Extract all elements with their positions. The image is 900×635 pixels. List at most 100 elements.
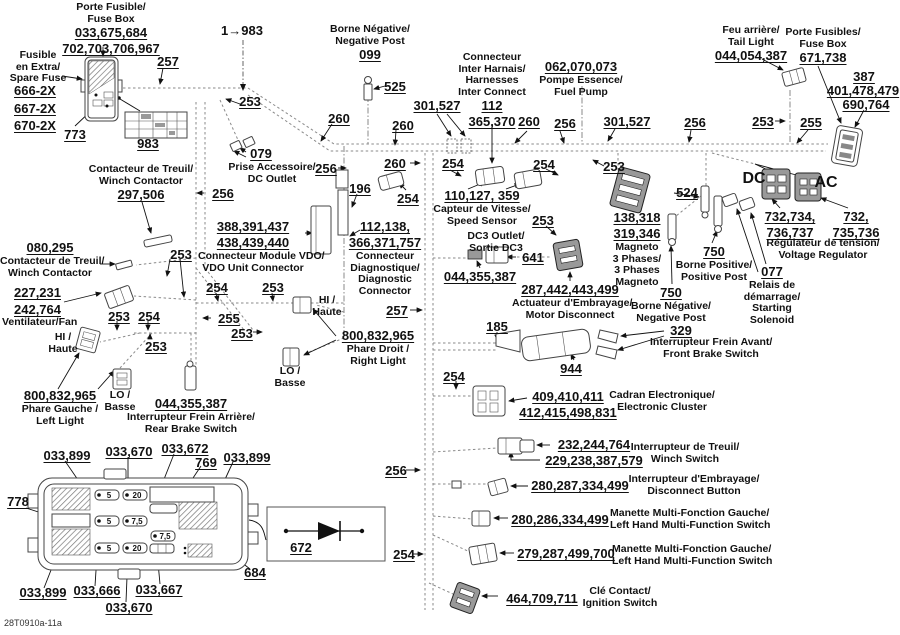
pn-256-d: 256 [678,115,712,131]
part-number: 800,832,965 [23,388,97,403]
lo-beam-text: LO / [109,389,131,401]
magneto-name: Magneto [615,241,659,253]
pn-196: 196 [344,181,376,197]
fuel-pump-name: Pompe Essence/ [539,74,623,86]
dc-outlet-plugs-icon [229,136,256,152]
pn-254-g: 254 [388,547,420,563]
motor-disconnect-connector-icon [552,238,584,272]
pn-033670-a: 033,670 [100,444,158,460]
pn-254-d: 254 [437,156,469,172]
cluster-name-text: Cadran Electronique/ [609,389,715,401]
rear-brake-name: Rear Brake Switch [144,422,238,435]
part-number: 112,138, [360,219,410,234]
cluster-name-text: Electronic Cluster [617,400,707,413]
part-number: 033,666 [73,583,121,598]
pn-033899-a: 033,899 [38,448,96,464]
part-number: 260 [384,156,406,171]
actuator-label: 287,442,443,499 Actuateur d'Embrayage/ M… [512,282,632,321]
vreg-dc-pns: 732,734, 736,737 [760,209,820,241]
part-number: 256 [315,161,337,176]
front-brake-name: Interrupteur Frein Avant/ [650,336,773,348]
part-number: 112 [481,98,503,113]
pn-525: 525 [378,79,412,95]
winch-switch-name-text: Winch Switch [650,452,720,465]
fusebox-tl-name: Porte Fusible/ [76,1,146,13]
negative-post-name: Borne Négative/ [330,23,410,35]
vdo-connector-icon [310,169,349,255]
pn-773: 773 [58,127,92,143]
winch-contactor-name: Contacteur de Treuil/ [0,255,105,267]
vdo-name: VDO Unit Connector [202,261,304,274]
lh-multifunction-name-text: Manette Multi-Fonction Gauche/ [612,543,772,555]
fusebox-tl-label: Porte Fusible/ Fuse Box 033,675,684 702,… [52,1,170,57]
inter-harness-name: Harnesses [465,74,519,86]
inter-harness-name: Inter Connect [458,85,526,98]
dc-text: DC [740,170,768,187]
winch-switch-name-text: Interrupteur de Treuil/ [630,441,740,453]
lh-multifunction-name-text: Left Hand Multi-Function Switch [612,554,773,567]
fuse-75b-icon: 7,5 [150,530,176,542]
winch-contactor2-label: 080,295 Contacteur de Treuil/ Winch Cont… [0,240,105,279]
magneto-name: 3 Phases [614,264,660,276]
fuse-box-tr-icon [831,125,863,167]
pn-044-dc3: 044,355,387 [438,269,522,285]
pn-253-tr: 253 [746,114,780,130]
fuel-pump-label: 062,070,073 Pompe Essence/ Fuel Pump [538,59,624,98]
part-number: 260 [392,118,414,133]
drawing-code: 28T0910a-11a [4,618,62,628]
pn-301527-a: 301,527 [408,98,466,114]
lh-multifunction-name-text: Left Hand Multi-Function Switch [610,518,771,531]
dc-outlet-label: Prise Accessoire/ DC Outlet [228,161,316,185]
dc-regulator-connector-icon [761,168,791,200]
part-number: 033,670 [105,600,153,615]
hi-beam-text: HI / [318,294,336,306]
part-number: 033,672 [161,441,209,456]
dc3-name: DC3 Outlet/ [467,230,525,242]
part-number: 257 [157,54,179,69]
speed-sensor-label: 110,127, 359 Capteur de Vitesse/ Speed S… [432,188,532,227]
lh-multifunction1-connector-icon [471,510,491,527]
pn-401: 401,478,479 [826,83,900,99]
lo-beam-text: Basse [274,376,306,389]
pn-253-c: 253 [104,309,134,325]
negative-post-name: Borne Négative/ [631,300,711,312]
fuse-5a-icon: 5 [94,489,120,501]
pn-684: 684 [238,565,272,581]
fuse-value: 5 [107,544,112,553]
part-number: 366,371,757 [348,235,422,250]
dc-label: DC [742,170,766,187]
part-number: 412,415,498,831 [519,405,617,420]
fuse-value: 5 [107,517,112,526]
ignition-switch-connector-icon [449,582,481,614]
disconnect-button-connector-icon [451,477,509,497]
part-number: 287,442,443,499 [521,282,619,297]
part-number: 260 [328,111,350,126]
inter-harness-name: Inter Harnais/ [458,62,526,75]
positive-post-label: 750 Borne Positive/ Positive Post [674,244,754,283]
pn-253-b: 253 [256,280,290,296]
pn-033899-b: 033,899 [218,450,276,466]
disconnect-button-name-text: Interrupteur d'Embrayage/ [628,473,760,485]
positive-post-name: Borne Positive/ [675,259,753,271]
part-number: 671,738 [799,50,847,65]
harness-lines [99,86,828,610]
diagnostic-name: Diagnostic [358,273,412,285]
rear-brake-name: Interrupteur Frein Arrière/ [127,411,255,423]
pn-260-c: 260 [512,114,546,130]
pn-033666: 033,666 [68,583,126,599]
pn-033672: 033,672 [156,441,214,457]
part-number: 690,764 [842,97,890,112]
part-number: 253 [170,247,192,262]
vdo-label: 388,391,437 438,439,440 Connecteur Modul… [198,219,325,274]
negative-post-name: Negative Post [335,34,405,47]
battery-post-524-icon [700,185,710,219]
fuse-legend-table-icon [124,111,188,139]
hi-beam-right-connector-icon [292,296,312,314]
front-brake-terminals-icon [595,329,619,360]
winch-switch-name: Interrupteur de Treuil/ Winch Switch [628,441,742,465]
magneto-name: Magneto [615,275,659,288]
fuse-value: 7,5 [131,517,143,526]
ac-label: AC [814,174,838,191]
part-number: 254 [533,157,555,172]
